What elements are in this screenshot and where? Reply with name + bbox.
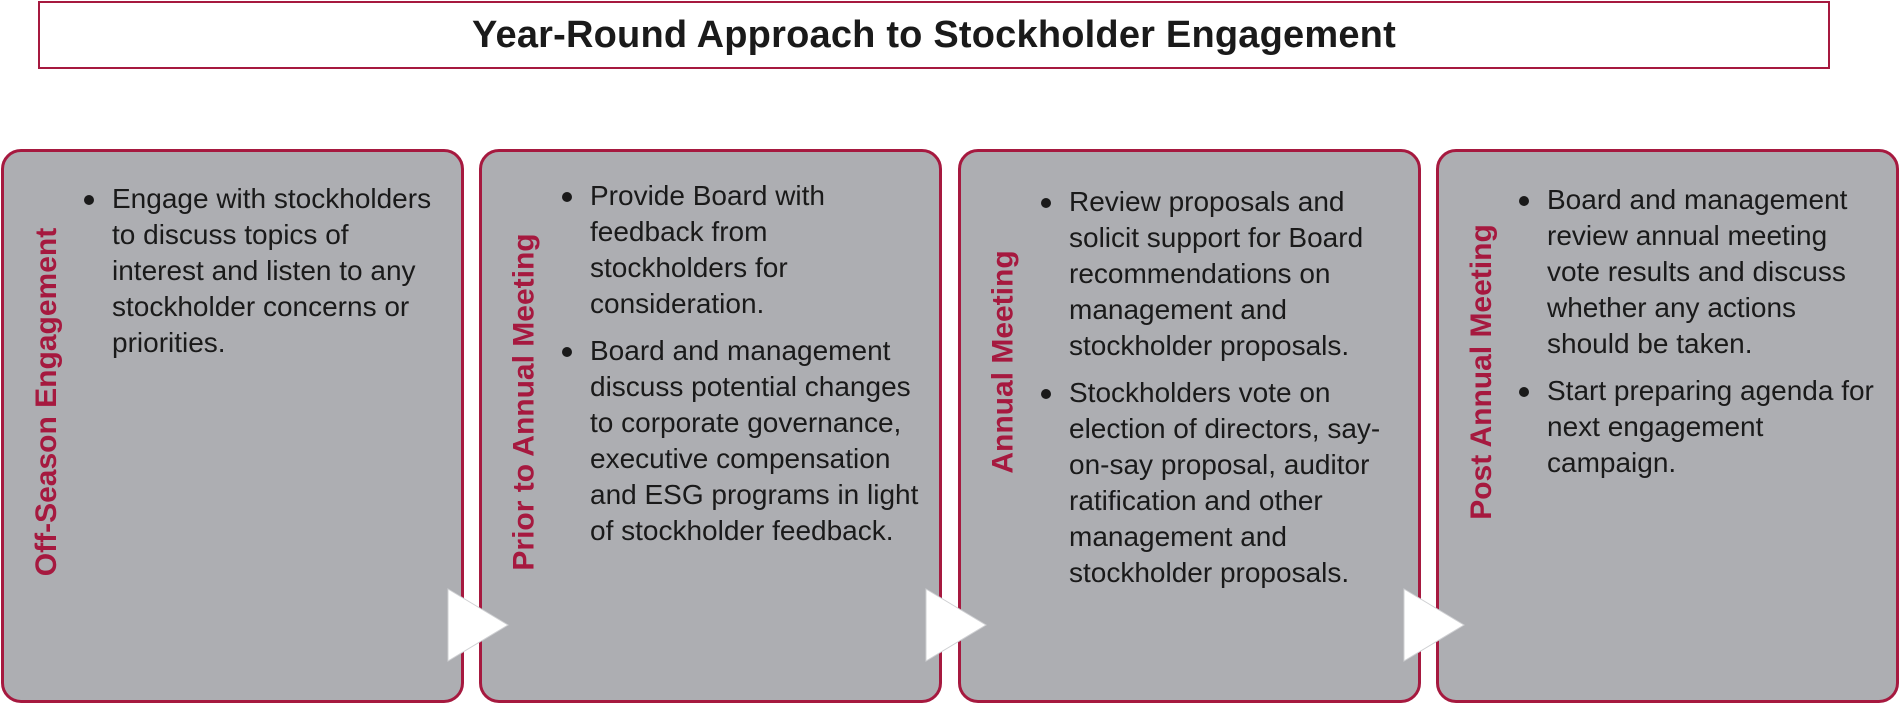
- bullet-text: Review proposals and solicit support for…: [1069, 186, 1364, 361]
- bullet-text: Engage with stockholders to discuss topi…: [112, 183, 432, 358]
- flow-arrow-icon: [925, 588, 987, 662]
- stage-label: Annual Meeting: [987, 250, 1020, 474]
- stage-label-container: Post Annual Meeting: [1447, 182, 1517, 562]
- stage-bullet: Provide Board with feedback from stockho…: [560, 178, 925, 322]
- stage-panel-annual-meeting: Annual Meeting Review proposals and soli…: [958, 149, 1421, 703]
- stage-bullet: Review proposals and solicit support for…: [1039, 184, 1404, 364]
- stage-label: Post Annual Meeting: [1465, 224, 1498, 520]
- bullet-dot-icon: [562, 192, 572, 202]
- bullet-text: Stockholders vote on election of directo…: [1069, 377, 1381, 588]
- stage-panel-post-annual-meeting: Post Annual Meeting Board and management…: [1436, 149, 1899, 703]
- bullet-dot-icon: [1519, 196, 1529, 206]
- stage-bullet: Start preparing agenda for next engageme…: [1517, 373, 1882, 481]
- bullet-text: Board and management review annual meeti…: [1547, 184, 1848, 359]
- bullet-text: Provide Board with feedback from stockho…: [590, 180, 826, 319]
- stage-label-container: Off-Season Engagement: [12, 182, 82, 622]
- bullet-dot-icon: [562, 347, 572, 357]
- stage-bullet-list: Provide Board with feedback from stockho…: [560, 178, 925, 560]
- stage-label: Prior to Annual Meeting: [508, 233, 542, 571]
- bullet-dot-icon: [84, 195, 94, 205]
- flow-arrow-icon: [1403, 588, 1465, 662]
- stage-label-container: Prior to Annual Meeting: [490, 182, 560, 622]
- bullet-dot-icon: [1041, 389, 1051, 399]
- bullet-dot-icon: [1041, 198, 1051, 208]
- stage-panel-off-season-engagement: Off-Season Engagement Engage with stockh…: [1, 149, 464, 703]
- flow-arrow-icon: [447, 588, 509, 662]
- stage-panel-prior-to-annual-meeting: Prior to Annual Meeting Provide Board wi…: [479, 149, 942, 703]
- bullet-text: Board and management discuss potential c…: [590, 335, 919, 546]
- bullet-text: Start preparing agenda for next engageme…: [1547, 375, 1874, 478]
- bullet-dot-icon: [1519, 387, 1529, 397]
- diagram-title: Year-Round Approach to Stockholder Engag…: [472, 13, 1396, 56]
- stage-label-container: Annual Meeting: [969, 182, 1039, 542]
- stage-bullet: Stockholders vote on election of directo…: [1039, 375, 1404, 591]
- stage-bullet: Board and management discuss potential c…: [560, 333, 925, 549]
- stage-bullet-list: Engage with stockholders to discuss topi…: [82, 181, 447, 372]
- title-box: Year-Round Approach to Stockholder Engag…: [38, 1, 1830, 69]
- stage-label: Off-Season Engagement: [30, 227, 64, 577]
- stage-bullet: Engage with stockholders to discuss topi…: [82, 181, 447, 361]
- stage-bullet-list: Review proposals and solicit support for…: [1039, 184, 1404, 602]
- stage-bullet: Board and management review annual meeti…: [1517, 182, 1882, 362]
- stage-bullet-list: Board and management review annual meeti…: [1517, 182, 1882, 492]
